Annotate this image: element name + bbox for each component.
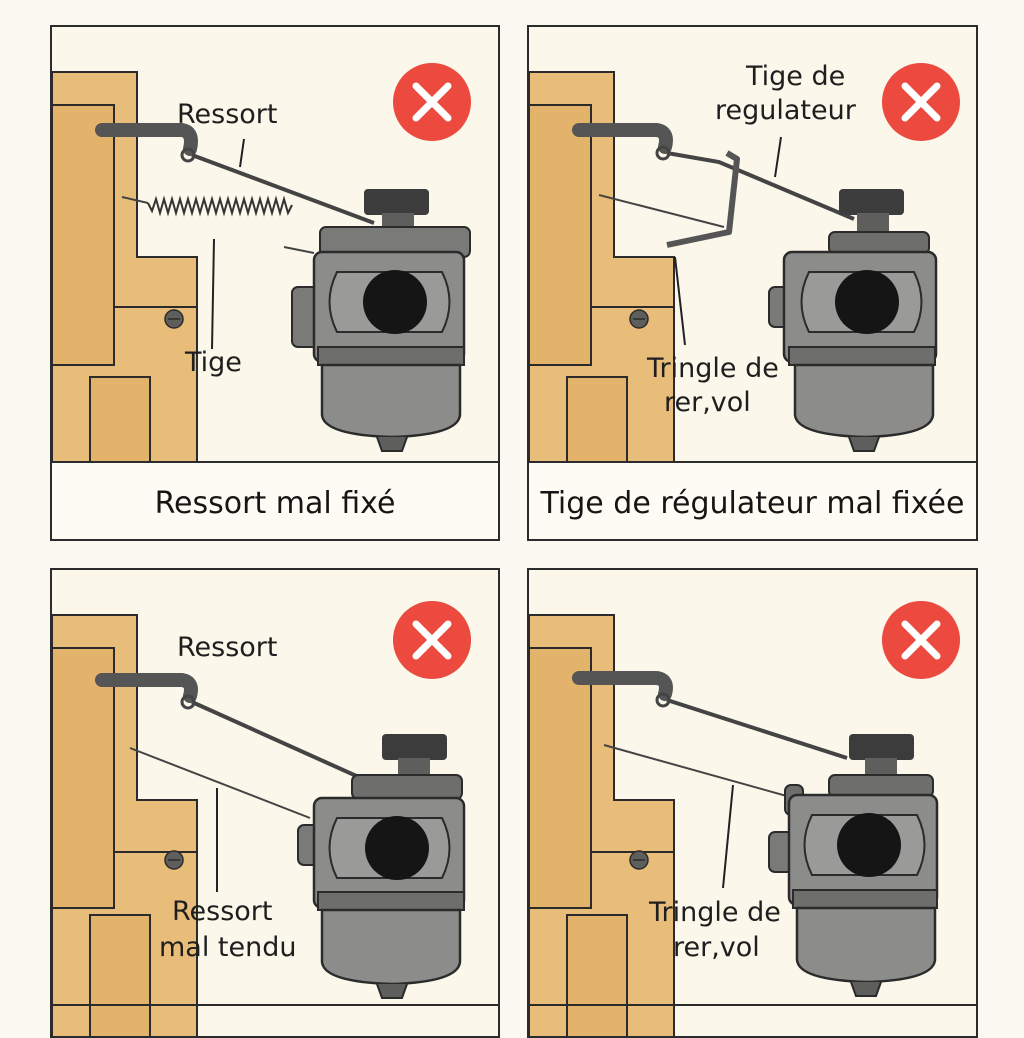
error-x-icon — [882, 63, 960, 141]
engine-illustration — [52, 614, 498, 1036]
caption-text: Tige de régulateur mal fixée — [540, 485, 965, 521]
label-rervol: rer,vol — [673, 932, 760, 963]
caption-text: Ressort mal fixé — [154, 485, 396, 521]
error-x-icon — [393, 63, 471, 141]
panel-tige-regulateur-mal-fixee: Tige de regulateur Tringle de rer,vol Ti… — [527, 25, 978, 541]
label-regulateur: regulateur — [715, 95, 856, 126]
label-rervol: rer,vol — [664, 387, 751, 418]
caption-bar: Tige de régulateur mal fixée — [529, 461, 976, 539]
label-tringle-de: Tringle de — [649, 897, 781, 928]
carburetor — [291, 189, 471, 452]
label-ressort-mal: Ressort — [172, 896, 273, 927]
carburetor — [297, 734, 466, 999]
engine-illustration — [529, 614, 976, 1036]
panel-ressort-mal-fixe: Ressort Tige Ressort mal fixé — [50, 25, 500, 541]
engine-illustration — [52, 71, 471, 488]
carburetor — [768, 734, 939, 997]
label-tige-de: Tige de — [746, 61, 846, 92]
panel-tringle-de-revol: Tringle de rer,vol — [527, 568, 978, 1038]
label-tige: Tige — [185, 347, 242, 378]
label-ressort: Ressort — [177, 632, 278, 663]
carburetor — [768, 189, 938, 452]
caption-bar: Ressort mal fixé — [52, 461, 498, 539]
engine-block — [52, 614, 198, 1036]
label-tringle-de: Tringle de — [647, 353, 779, 384]
error-x-icon — [393, 601, 471, 679]
label-ressort: Ressort — [177, 99, 278, 130]
error-x-icon — [882, 601, 960, 679]
engine-block — [529, 614, 675, 1036]
label-mal-tendu: mal tendu — [159, 932, 297, 963]
panel-ressort-mal-tendu: Ressort Ressort mal tendu — [50, 568, 500, 1038]
